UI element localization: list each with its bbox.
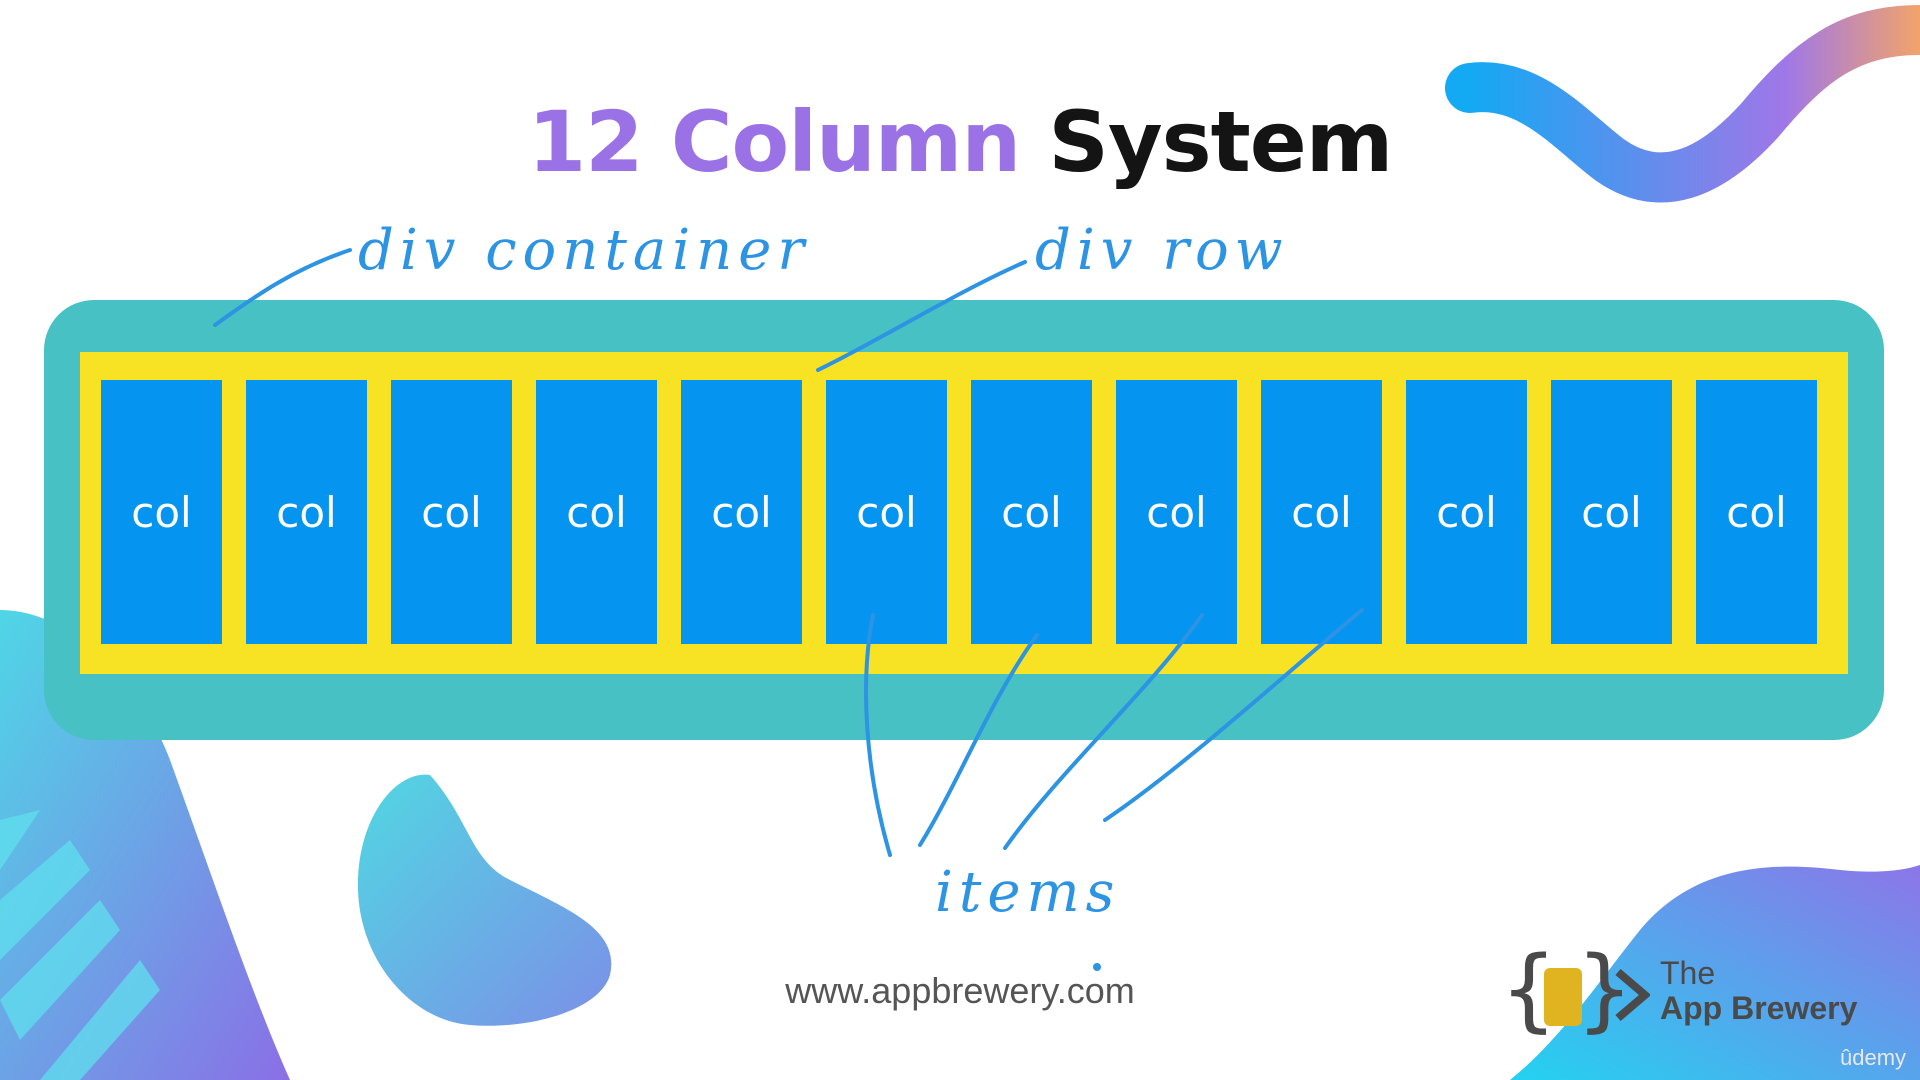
title-accent: 12 Column: [527, 93, 1021, 191]
column-12: col: [1696, 380, 1817, 644]
column-4: col: [536, 380, 657, 644]
column-3: col: [391, 380, 512, 644]
footer-url: www.appbrewery.com: [785, 970, 1135, 1011]
column-7: col: [971, 380, 1092, 644]
column-8: col: [1116, 380, 1237, 644]
brand-name-line2: App Brewery: [1660, 990, 1858, 1026]
items-pointer-line-3: [1003, 613, 1204, 850]
label-div-row: div row: [1035, 218, 1289, 283]
items-pointer-line-4: [1103, 608, 1364, 822]
column-6: col: [826, 380, 947, 644]
udemy-watermark: ûdemy: [1840, 1045, 1907, 1070]
label-items: items: [935, 860, 1121, 925]
row-pointer-line: [816, 260, 1027, 372]
brand-name-line1: The: [1660, 955, 1716, 991]
title-plain: System: [1048, 93, 1393, 191]
column-2: col: [246, 380, 367, 644]
container-pointer-line: [213, 248, 352, 327]
svg-text:}: }: [1576, 940, 1633, 1040]
label-div-container: div container: [358, 218, 811, 283]
column-1: col: [101, 380, 222, 644]
column-5: col: [681, 380, 802, 644]
column-9: col: [1261, 380, 1382, 644]
items-pointer-line-2: [918, 633, 1039, 847]
app-brewery-logo-icon: { }: [1500, 940, 1650, 1040]
items-pointer-line-1: [864, 613, 892, 857]
column-10: col: [1406, 380, 1527, 644]
column-11: col: [1551, 380, 1672, 644]
page-title: 12 Column System: [0, 92, 1920, 192]
